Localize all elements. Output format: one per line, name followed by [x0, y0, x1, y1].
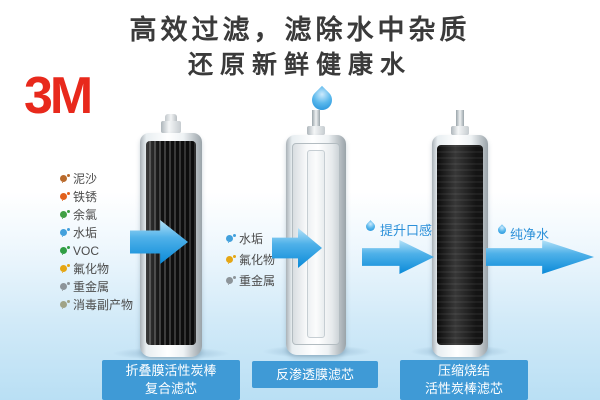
small-drop-icon — [364, 220, 377, 233]
caption-line: 折叠膜活性炭棒 — [125, 363, 217, 378]
contaminant-label: 铁锈 — [73, 190, 98, 204]
filter-top-collar — [451, 126, 469, 135]
contaminant-row: 泥沙 — [60, 172, 133, 186]
contaminant-row: 重金属 — [60, 280, 133, 294]
contaminant-dot-icon — [226, 277, 233, 284]
benefit-label: 提升口感 — [380, 223, 433, 238]
contaminant-label: 氟化物 — [73, 262, 110, 276]
contaminant-label: 泥沙 — [73, 172, 98, 186]
contaminant-label: 氟化物 — [239, 253, 276, 267]
flow-arrow-4-icon — [486, 240, 594, 274]
filter-caption-1: 折叠膜活性炭棒 复合滤芯 — [102, 360, 240, 400]
filter-caption-3: 压缩烧结 活性炭棒滤芯 — [400, 360, 528, 400]
filter-body — [286, 135, 346, 355]
contaminant-row: 余氯 — [60, 208, 133, 222]
contaminant-dot-icon — [60, 193, 67, 200]
contaminant-label: 水垢 — [73, 226, 98, 240]
filter-top-collar — [307, 126, 325, 135]
contaminant-list-stage2: 水垢 氟化物 重金属 — [226, 232, 276, 288]
filter-top-nub — [165, 114, 177, 121]
caption-line: 压缩烧结 — [437, 363, 490, 378]
contaminant-dot-icon — [60, 301, 67, 308]
contaminant-row: 消毒副产物 — [60, 298, 134, 312]
contaminant-dot-icon — [60, 229, 67, 236]
contaminant-label: VOC — [73, 243, 100, 258]
filter-caption-2: 反渗透膜滤芯 — [252, 361, 378, 388]
contaminant-dot-icon — [60, 265, 67, 272]
title-line-1: 高效过滤，滤除水中杂质 — [129, 15, 471, 45]
contaminant-label: 重金属 — [73, 280, 110, 294]
contaminant-row: 氟化物 — [60, 262, 133, 276]
filter-cartridge-3 — [432, 110, 488, 357]
carbon-core — [437, 145, 483, 345]
contaminant-row: 重金属 — [226, 274, 276, 288]
caption-line: 复合滤芯 — [144, 381, 197, 396]
filter-cartridge-2 — [286, 110, 346, 355]
filter-body — [432, 135, 488, 357]
small-drop-icon — [496, 224, 508, 236]
contaminant-list-stage1: 泥沙 铁锈 余氯 水垢 VOC 氟化物 重金属 消毒副产物 — [60, 172, 134, 312]
filter-top-collar — [161, 121, 181, 133]
contaminant-label: 重金属 — [239, 274, 276, 288]
contaminant-label: 消毒副产物 — [73, 298, 134, 312]
contaminant-dot-icon — [60, 247, 67, 254]
output-label: 纯净水 — [510, 227, 550, 242]
contaminant-label: 水垢 — [239, 232, 264, 246]
caption-line: 反渗透膜滤芯 — [275, 367, 354, 382]
caption-line: 活性炭棒滤芯 — [424, 381, 503, 396]
brand-logo: 3M — [24, 67, 93, 125]
contaminant-row: 水垢 — [226, 232, 275, 246]
contaminant-dot-icon — [60, 211, 67, 218]
flow-arrow-3-icon — [362, 240, 434, 274]
contaminant-dot-icon — [226, 235, 233, 242]
contaminant-row: 氟化物 — [226, 253, 276, 267]
filter-top-stem — [312, 110, 320, 126]
title-line-2: 还原新鲜健康水 — [187, 51, 412, 79]
contaminant-dot-icon — [60, 283, 67, 290]
filter-top-stem — [456, 110, 464, 126]
contaminant-row: 水垢 — [60, 226, 133, 240]
contaminant-dot-icon — [60, 175, 67, 182]
contaminant-label: 余氯 — [73, 208, 98, 222]
contaminant-row: VOC — [60, 243, 133, 258]
contaminant-row: 铁锈 — [60, 190, 133, 204]
contaminant-dot-icon — [226, 256, 233, 263]
